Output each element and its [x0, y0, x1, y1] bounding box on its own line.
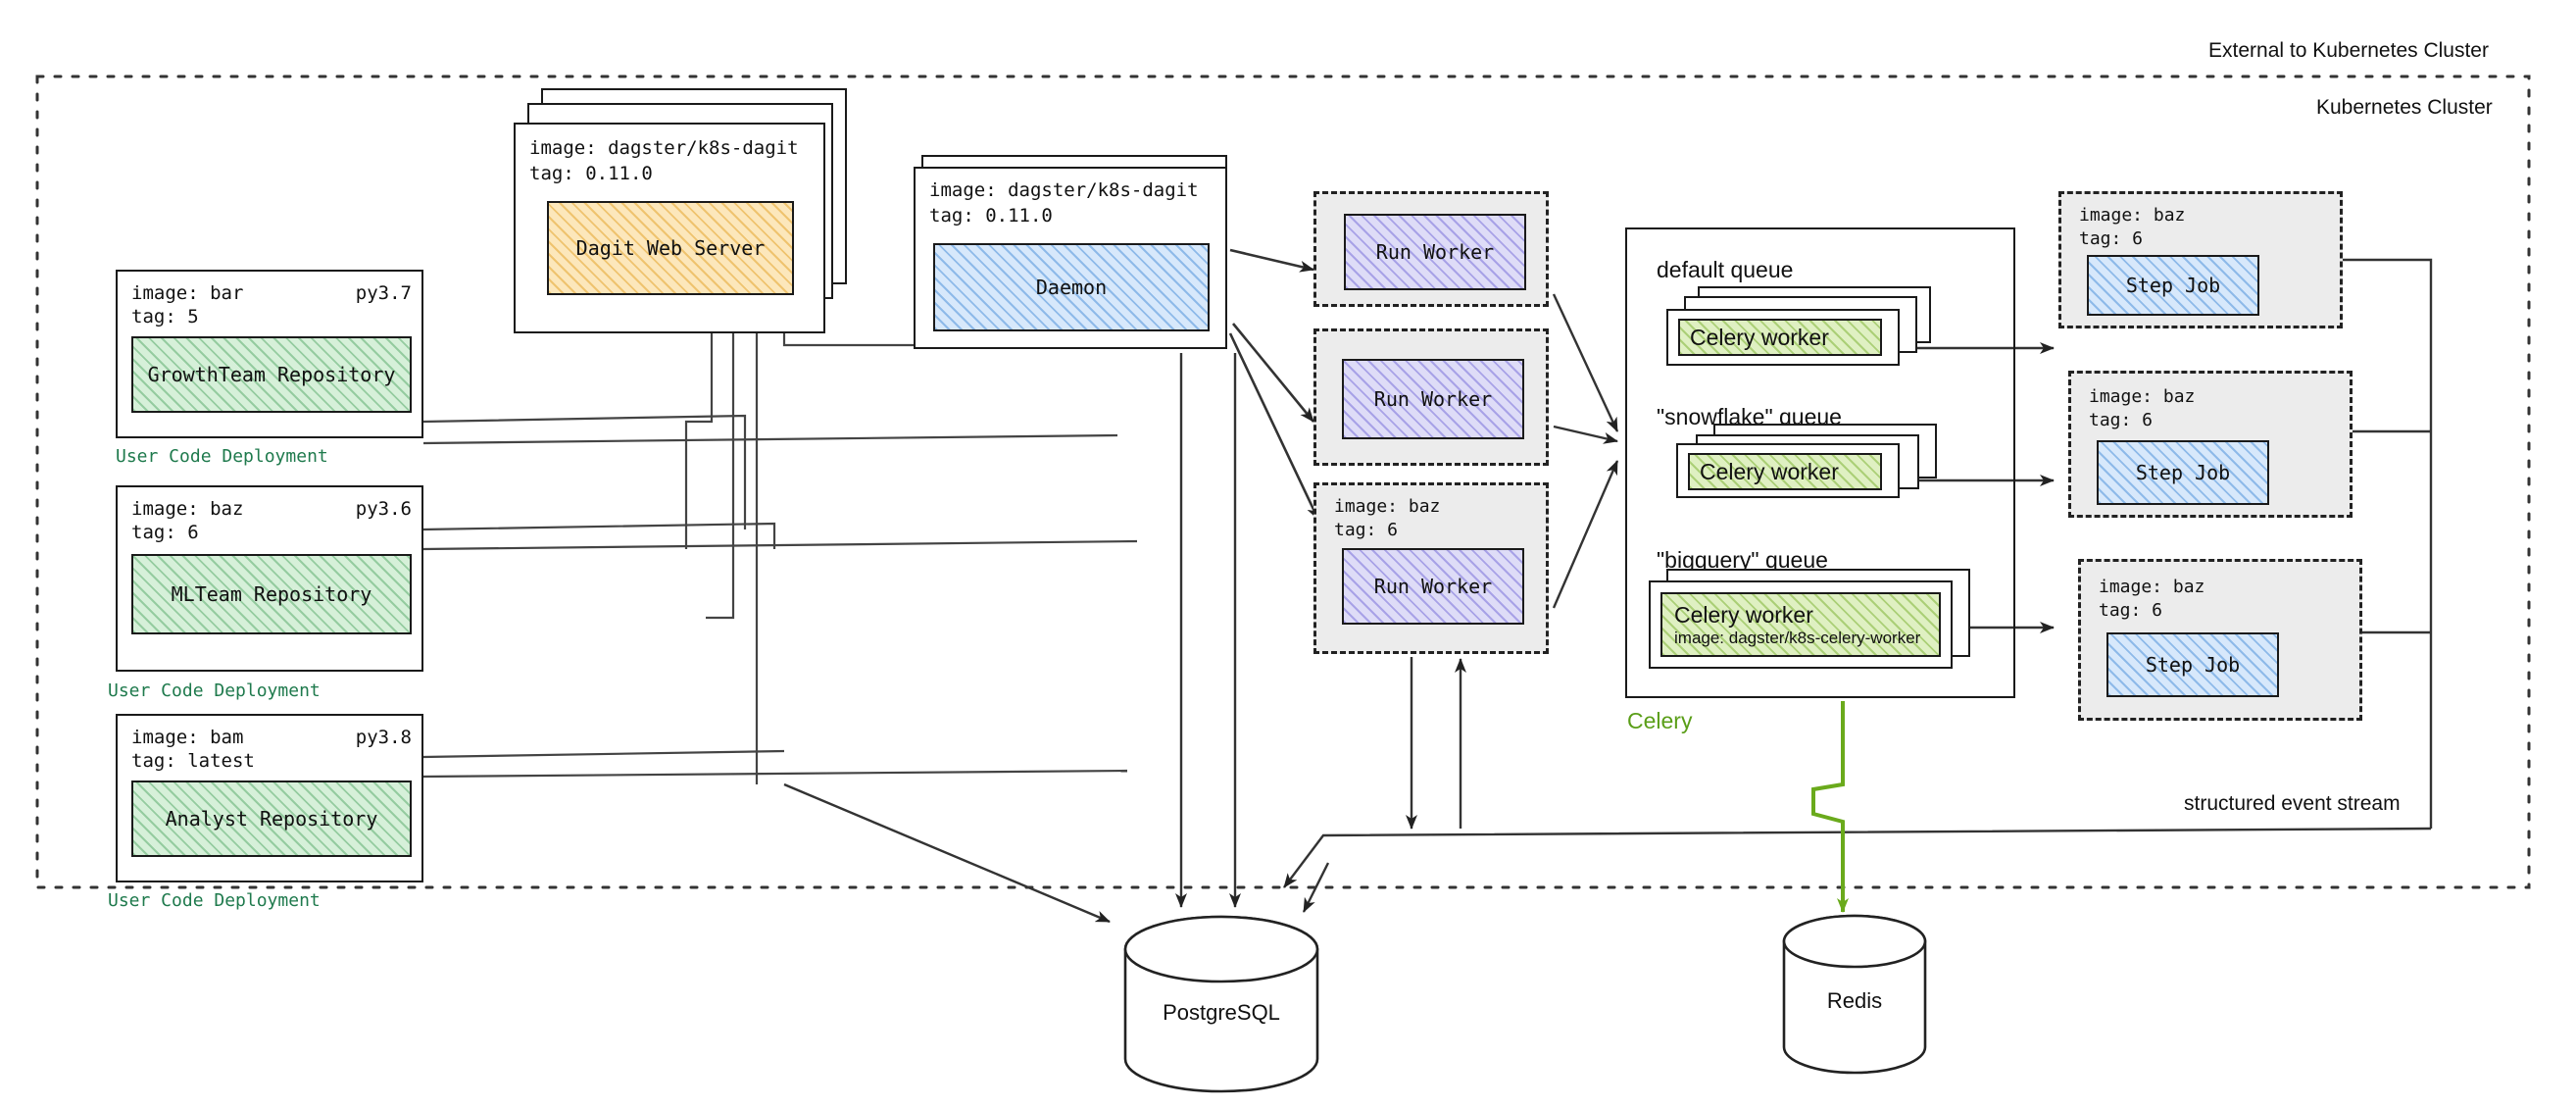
image-label: image: bar: [131, 282, 244, 304]
user-code-deployment-caption-3: User Code Deployment: [108, 890, 321, 911]
run-worker-pod-2[interactable]: Run Worker: [1313, 328, 1549, 466]
step-job-box[interactable]: Step Job: [2106, 632, 2279, 697]
celery-worker-name: Celery worker: [1674, 601, 1813, 628]
celery-worker-box: Celery worker image: dagster/k8s-celery-…: [1660, 592, 1941, 657]
celery-worker-pod-bigquery[interactable]: Celery worker image: dagster/k8s-celery-…: [1649, 580, 1953, 669]
tag-label: tag: latest: [131, 750, 255, 772]
user-code-deployment-mlteam[interactable]: image: baz py3.6 tag: 6 MLTeam Repositor…: [116, 485, 423, 672]
image-label: image: baz: [1334, 496, 1441, 517]
daemon-box[interactable]: Daemon: [933, 243, 1210, 331]
redis-cylinder: [1782, 914, 1927, 1075]
celery-worker-box: Celery worker: [1678, 319, 1882, 356]
kubernetes-cluster-boundary: [35, 75, 2531, 889]
tag-label: tag: 0.11.0: [529, 163, 653, 184]
run-worker-pod-1[interactable]: Run Worker: [1313, 191, 1549, 307]
celery-group-label: Celery: [1627, 708, 1693, 733]
step-job-pod-3[interactable]: image: baz tag: 6 Step Job: [2078, 559, 2362, 721]
structured-event-stream-label: structured event stream: [2184, 792, 2401, 815]
queue-label-bigquery: "bigquery" queue: [1657, 547, 1828, 573]
celery-worker-box: Celery worker: [1688, 453, 1882, 490]
celery-worker-name: Celery worker: [1700, 458, 1839, 484]
image-label: image: baz: [2079, 205, 2186, 226]
celery-worker-name: Celery worker: [1690, 324, 1829, 350]
user-code-deployment-analyst[interactable]: image: bam py3.8 tag: latest Analyst Rep…: [116, 714, 423, 882]
celery-worker-pod-default[interactable]: Celery worker: [1666, 309, 1900, 366]
repository-box[interactable]: MLTeam Repository: [131, 554, 412, 634]
user-code-deployment-caption-2: User Code Deployment: [108, 680, 321, 701]
postgresql-cylinder: [1123, 915, 1319, 1093]
tag-label: tag: 6: [2079, 228, 2144, 249]
image-label: image: dagster/k8s-dagit: [929, 179, 1199, 201]
tag-label: tag: 6: [2099, 600, 2163, 621]
daemon-pod[interactable]: image: dagster/k8s-dagit tag: 0.11.0 Dae…: [914, 167, 1227, 349]
run-worker-box[interactable]: Run Worker: [1342, 548, 1524, 625]
dagit-web-server-box[interactable]: Dagit Web Server: [547, 201, 794, 295]
python-version-label: py3.8: [355, 727, 412, 748]
celery-worker-image-label: image: dagster/k8s-celery-worker: [1674, 628, 1921, 647]
queue-label-default: default queue: [1657, 257, 1794, 282]
tag-label: tag: 6: [1334, 520, 1399, 540]
tag-label: tag: 5: [131, 306, 199, 327]
redis-label: Redis: [1826, 988, 1883, 1013]
image-label: image: baz: [131, 498, 244, 520]
run-worker-box[interactable]: Run Worker: [1344, 214, 1526, 290]
external-cluster-label: External to Kubernetes Cluster: [2208, 39, 2489, 62]
python-version-label: py3.7: [355, 282, 412, 304]
image-label: image: dagster/k8s-dagit: [529, 137, 799, 159]
repository-box[interactable]: GrowthTeam Repository: [131, 336, 412, 413]
kubernetes-cluster-label: Kubernetes Cluster: [2316, 96, 2493, 119]
step-job-box[interactable]: Step Job: [2097, 440, 2269, 505]
user-code-deployment-growthteam[interactable]: image: bar py3.7 tag: 5 GrowthTeam Repos…: [116, 270, 423, 438]
tag-label: tag: 6: [2089, 410, 2154, 430]
run-worker-box[interactable]: Run Worker: [1342, 359, 1524, 439]
repository-box[interactable]: Analyst Repository: [131, 781, 412, 857]
step-job-pod-2[interactable]: image: baz tag: 6 Step Job: [2068, 371, 2353, 518]
celery-frame: [1625, 227, 2015, 698]
image-label: image: baz: [2089, 386, 2196, 407]
tag-label: tag: 6: [131, 522, 199, 543]
dagit-web-server-pod[interactable]: image: dagster/k8s-dagit tag: 0.11.0 Dag…: [514, 123, 825, 333]
postgresql-label: PostgreSQL: [1163, 1000, 1280, 1025]
image-label: image: bam: [131, 727, 244, 748]
celery-worker-pod-snowflake[interactable]: Celery worker: [1676, 443, 1900, 498]
image-label: image: baz: [2099, 577, 2205, 597]
run-worker-pod-3[interactable]: image: baz tag: 6 Run Worker: [1313, 482, 1549, 654]
user-code-deployment-caption-1: User Code Deployment: [116, 446, 328, 467]
step-job-pod-1[interactable]: image: baz tag: 6 Step Job: [2058, 191, 2343, 328]
tag-label: tag: 0.11.0: [929, 205, 1053, 227]
step-job-box[interactable]: Step Job: [2087, 255, 2259, 316]
python-version-label: py3.6: [355, 498, 412, 520]
